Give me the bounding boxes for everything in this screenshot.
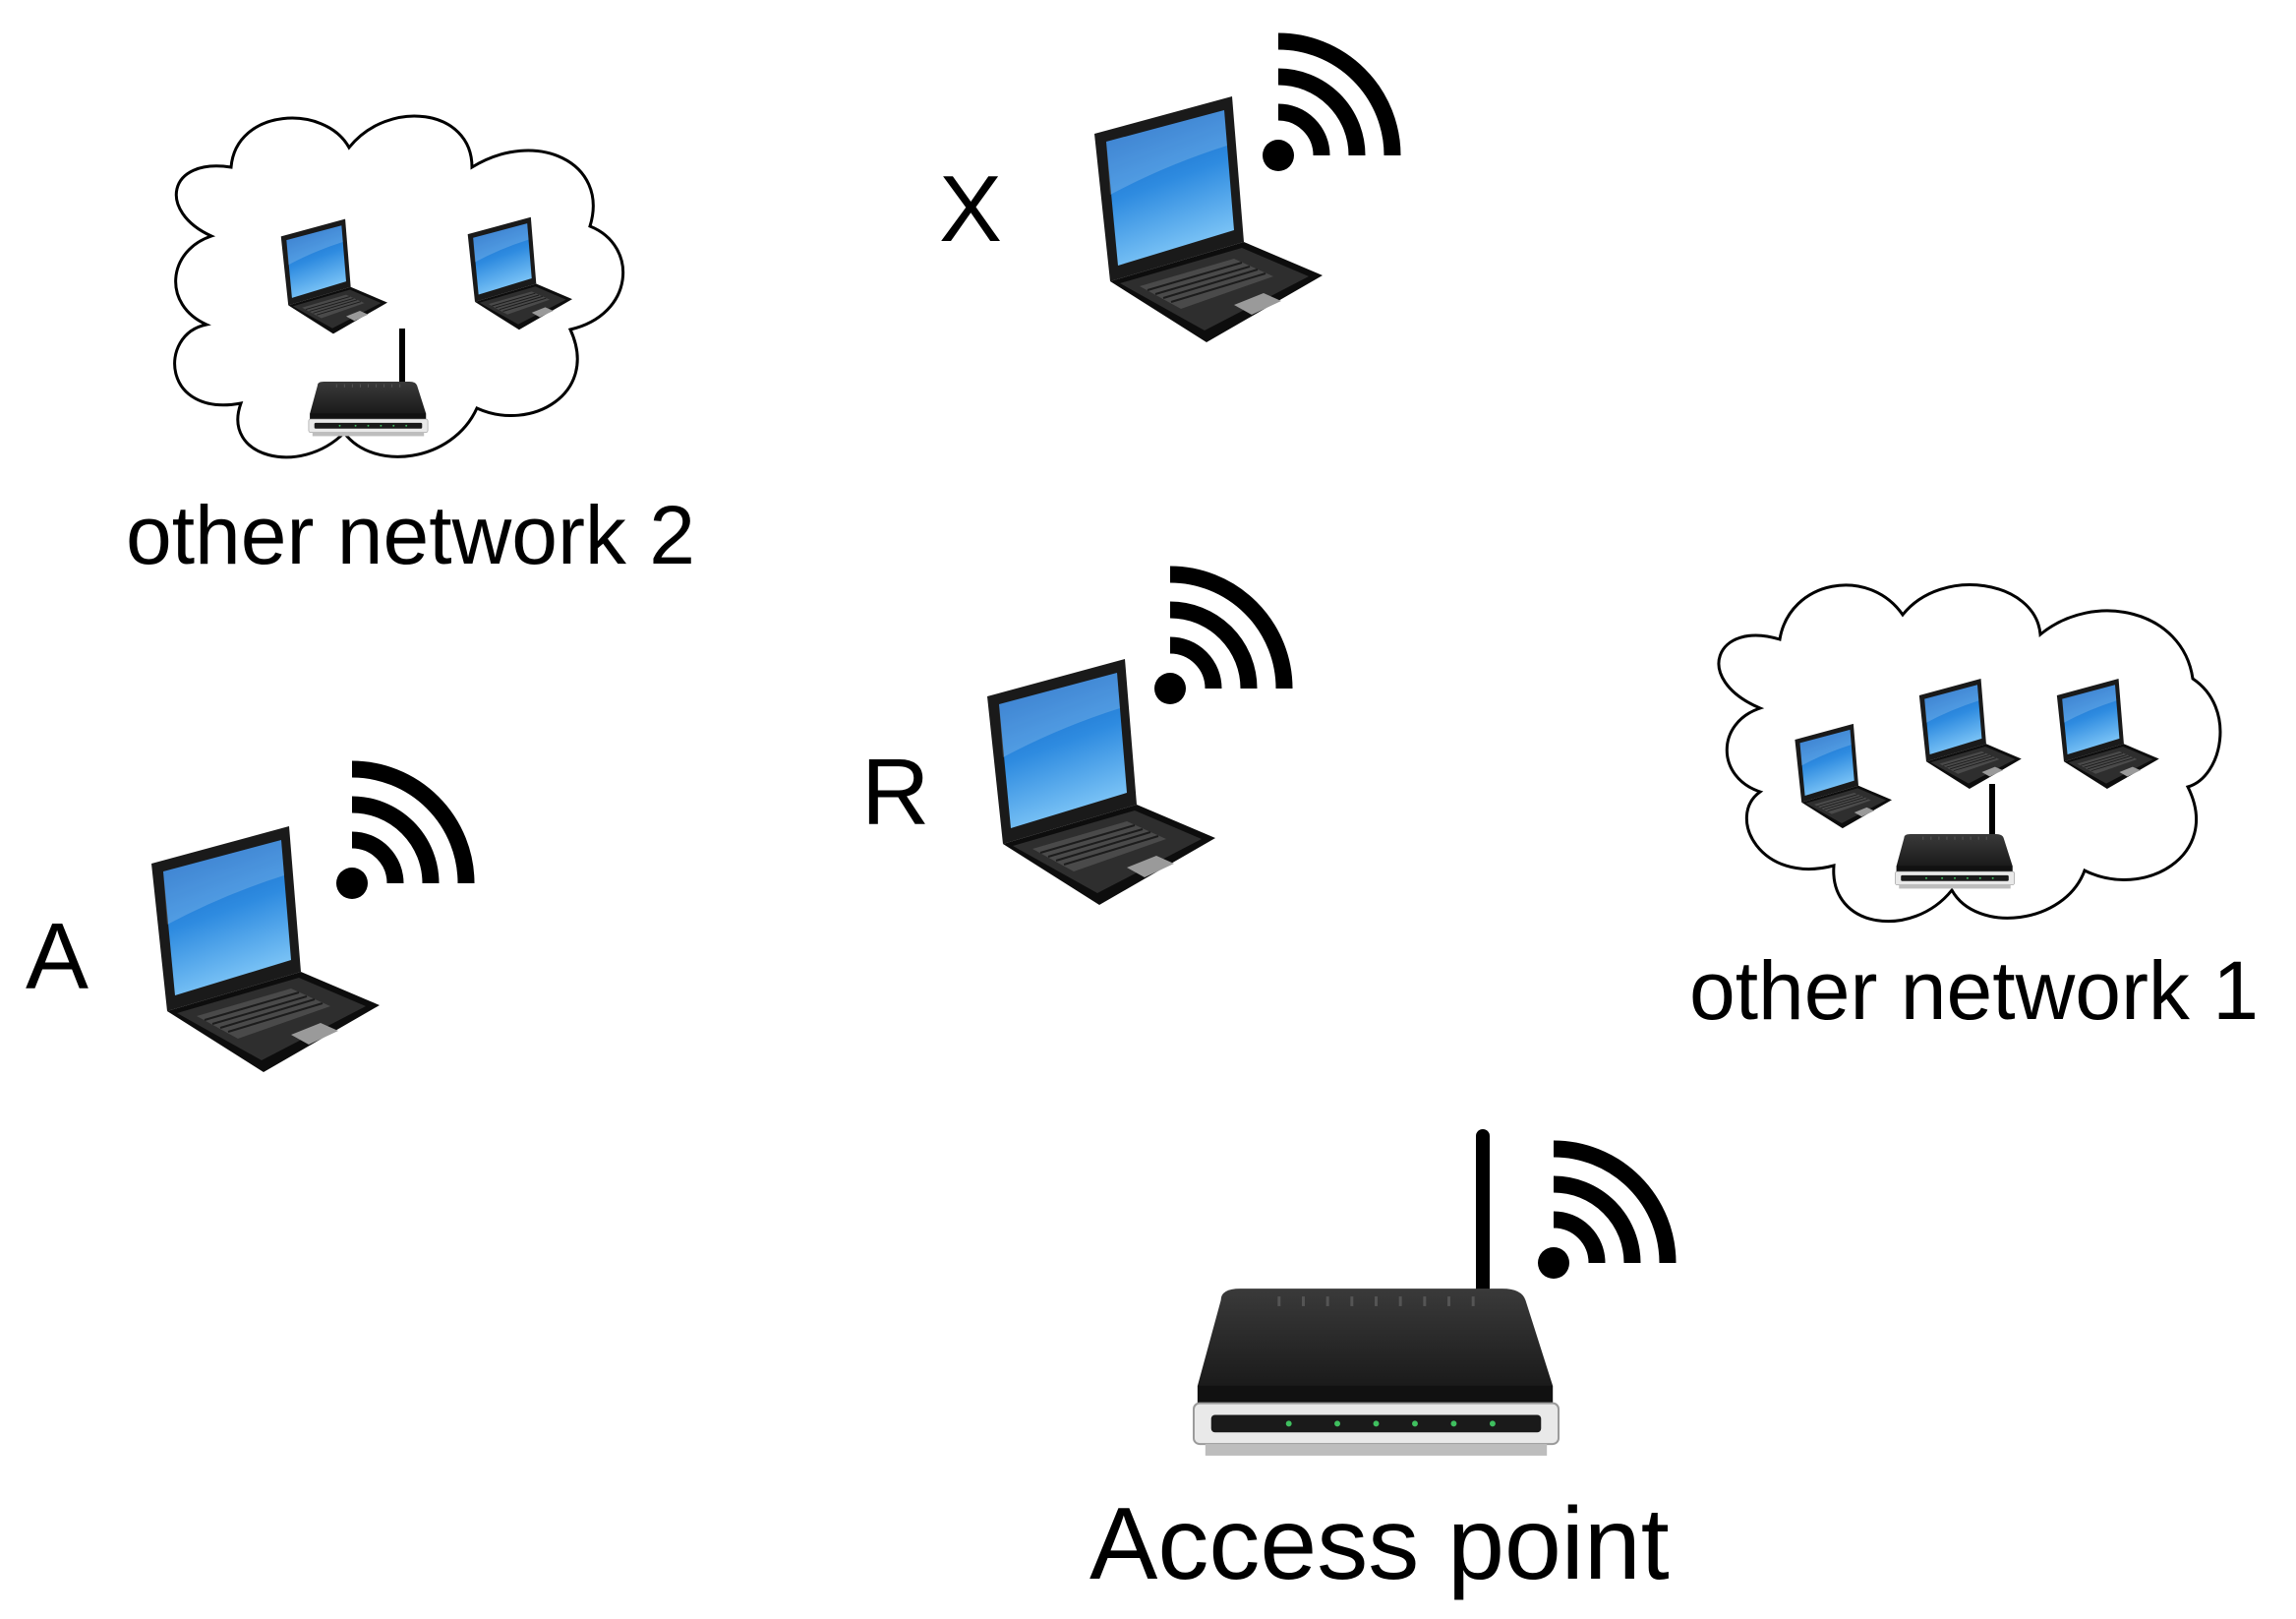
laptop-icon bbox=[150, 826, 380, 1072]
wifi-signal-icon bbox=[1538, 1149, 1668, 1279]
cloud-icon bbox=[173, 114, 625, 459]
router-icon bbox=[308, 382, 429, 437]
access-point-device bbox=[1192, 1129, 1668, 1458]
wifi-signal-icon bbox=[336, 769, 466, 899]
wifi-signal-icon bbox=[1154, 574, 1284, 704]
node-a-label: A bbox=[26, 904, 89, 1009]
node-r-label: R bbox=[861, 740, 930, 845]
node-r bbox=[986, 574, 1284, 905]
node-a bbox=[150, 769, 466, 1072]
other-network-1-label: other network 1 bbox=[1689, 944, 2259, 1037]
node-x-label: X bbox=[939, 156, 1003, 262]
node-x bbox=[1093, 41, 1392, 342]
laptop-icon bbox=[1093, 96, 1323, 342]
cloud-other-network-2 bbox=[173, 114, 625, 459]
other-network-2-label: other network 2 bbox=[126, 489, 695, 581]
wifi-signal-icon bbox=[1263, 41, 1392, 171]
access-point-label: Access point bbox=[1089, 1487, 1670, 1601]
router-icon bbox=[1192, 1289, 1560, 1458]
router-icon bbox=[1894, 834, 2016, 889]
cloud-other-network-1 bbox=[1717, 583, 2222, 924]
